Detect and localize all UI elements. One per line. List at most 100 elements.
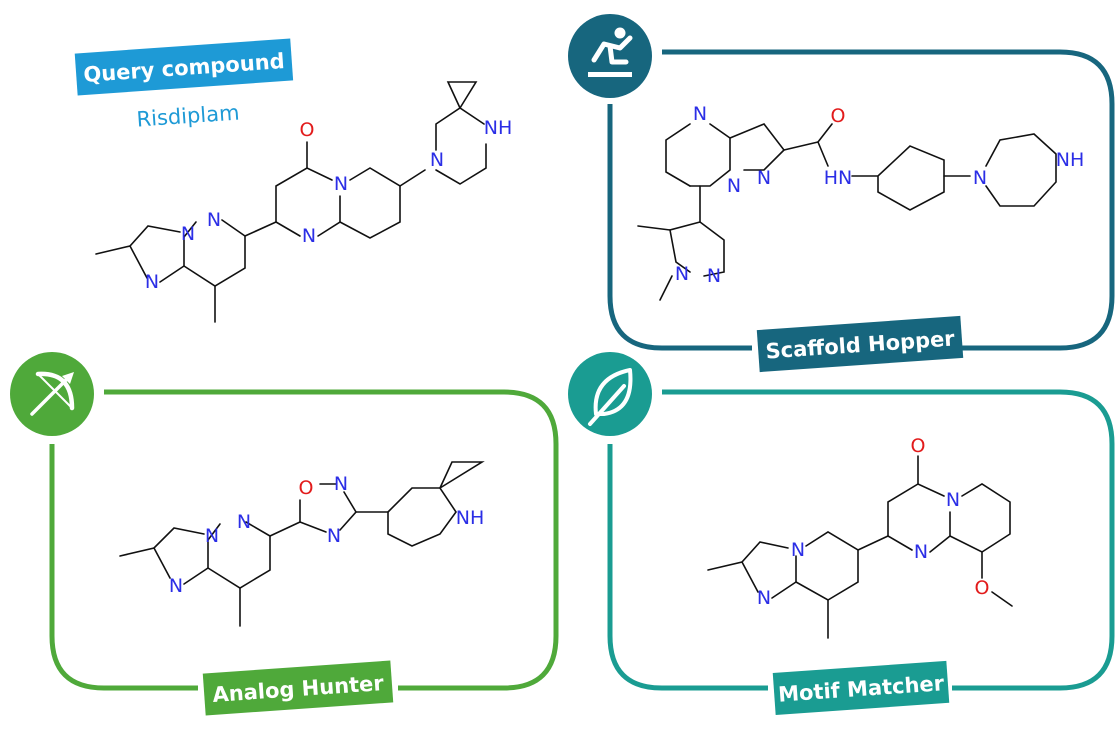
- bond: [446, 81, 478, 109]
- bond: [183, 221, 197, 238]
- bond: [771, 555, 797, 599]
- analog-hunter-label-tag: Analog Hunter: [202, 660, 394, 716]
- atom-label: N: [207, 209, 221, 231]
- atom-label: N: [791, 539, 805, 561]
- leaf-icon: [568, 352, 652, 436]
- bond: [985, 133, 1057, 207]
- atom-label: NH: [484, 117, 513, 139]
- icon-part: [593, 368, 633, 416]
- query-section: Query compound Risdiplam N NH: [74, 38, 513, 323]
- bond: [435, 143, 487, 185]
- bond: [207, 523, 221, 541]
- atom-label: N: [334, 473, 348, 495]
- bond: [399, 169, 426, 187]
- atom-label: O: [831, 105, 846, 127]
- bond: [129, 245, 148, 279]
- atom-label: N: [727, 175, 741, 197]
- bond: [729, 123, 786, 171]
- bond: [669, 221, 701, 273]
- bond: [991, 591, 1013, 607]
- bond: [949, 483, 1011, 553]
- icon-part: [588, 72, 632, 77]
- motif-matcher-label-background: [772, 660, 950, 715]
- analog-hunter-icon-badge: [10, 352, 94, 436]
- bond: [207, 521, 271, 589]
- scaffold-hopper-structure: N N N O HN N NH N N: [637, 103, 1085, 301]
- atom-label: O: [299, 477, 314, 499]
- atom-label: N: [205, 525, 219, 547]
- atom-label: N: [973, 167, 987, 189]
- analog-hunter-panel: Analog Hunter N N N O N N NH: [10, 352, 559, 716]
- bond: [887, 483, 945, 537]
- bond: [707, 541, 789, 571]
- bond: [275, 167, 333, 223]
- atom-label: N: [914, 541, 928, 563]
- bond: [339, 491, 357, 531]
- bond: [659, 275, 673, 301]
- atom-label: N: [693, 103, 707, 125]
- scaffold-hopper-label-tag: Scaffold Hopper: [756, 315, 964, 373]
- query-title-background: [74, 38, 294, 96]
- bond: [637, 225, 671, 231]
- atom-label: N: [237, 511, 251, 533]
- scaffold-hopper-icon-badge: [568, 14, 652, 98]
- motif-matcher-frame: [607, 389, 1115, 691]
- bond: [817, 141, 829, 167]
- atom-label: N: [707, 265, 721, 287]
- bond: [665, 123, 691, 187]
- analog-hunter-label-background: [202, 660, 394, 716]
- bond: [851, 145, 945, 211]
- analog-hunter-frame: [49, 389, 559, 691]
- bond: [887, 535, 913, 551]
- icon-part: [588, 384, 626, 426]
- bond: [269, 521, 301, 537]
- atom-label: N: [327, 525, 341, 547]
- bond: [317, 195, 341, 237]
- atom-label: O: [975, 577, 990, 599]
- bond: [929, 511, 951, 553]
- atom-label: N: [757, 587, 771, 609]
- bond: [817, 123, 833, 143]
- atom-label: N: [946, 489, 960, 511]
- bond: [95, 225, 181, 255]
- bond: [783, 141, 819, 151]
- motif-matcher-label-tag: Motif Matcher: [772, 660, 950, 715]
- atom-label: N: [675, 263, 689, 285]
- bond: [339, 167, 401, 239]
- risdiplam-structure: N NH O N N N N N: [95, 81, 513, 323]
- atom-label: N: [181, 223, 195, 245]
- atom-label: HN: [824, 167, 853, 189]
- bond: [299, 521, 327, 533]
- atom-label: NH: [1056, 149, 1085, 171]
- scaffold-hopper-label-background: [756, 315, 964, 373]
- atom-label: N: [430, 149, 444, 171]
- atom-label: NH: [456, 507, 485, 529]
- scaffold-hopper-frame: [607, 49, 1115, 351]
- atom-label: N: [302, 225, 316, 247]
- bond: [153, 547, 171, 579]
- bond: [183, 219, 246, 287]
- motif-matcher-icon-badge: [568, 352, 652, 436]
- atom-label: N: [169, 575, 183, 597]
- bond: [244, 221, 277, 237]
- bond: [435, 107, 485, 151]
- analog-hunter-structure: N N N O N N NH: [119, 461, 485, 627]
- atom-label: N: [757, 167, 771, 189]
- bond: [439, 461, 485, 489]
- bond: [387, 487, 457, 547]
- atom-label: N: [145, 271, 159, 293]
- bond: [795, 531, 859, 601]
- icon-part: [30, 374, 72, 416]
- motif-matcher-structure: O N N N N O: [707, 435, 1013, 639]
- bond: [857, 535, 889, 551]
- query-title-tag: Query compound: [74, 38, 294, 96]
- scaffold-hopper-panel: Scaffold Hopper N N N O HN N NH N N: [568, 14, 1115, 373]
- atom-label: N: [334, 173, 348, 195]
- atom-label: O: [911, 435, 926, 457]
- bond: [699, 185, 725, 277]
- bond: [275, 221, 301, 237]
- icon-part: [614, 27, 626, 39]
- query-compound-name: Risdiplam: [136, 100, 240, 131]
- bond: [689, 123, 731, 187]
